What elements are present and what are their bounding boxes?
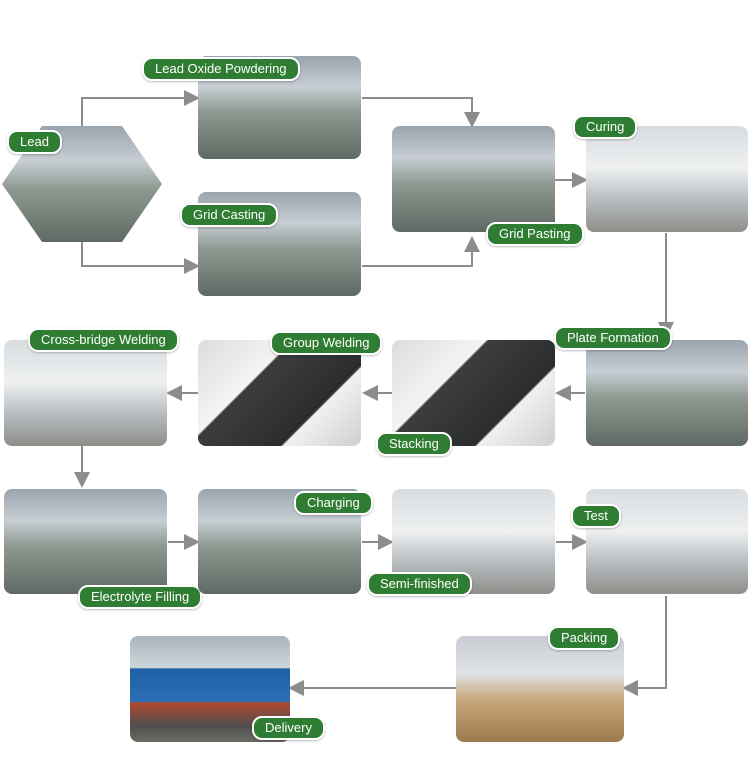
arrow-test-to-packing bbox=[622, 596, 667, 696]
arrow-lead-to-casting bbox=[81, 230, 200, 274]
packing-photo bbox=[456, 636, 624, 742]
lead-label: Lead bbox=[7, 130, 62, 154]
arrow-lead-to-powdering bbox=[81, 90, 200, 130]
grid-pasting-photo bbox=[392, 126, 555, 232]
electrolyte-filling-photo bbox=[4, 489, 167, 594]
electrolyte-filling-label: Electrolyte Filling bbox=[78, 585, 203, 609]
arrow-casting-to-pasting bbox=[362, 236, 480, 267]
group-welding-label: Group Welding bbox=[270, 331, 383, 355]
semi-finished-label: Semi-finished bbox=[367, 572, 472, 596]
cross-bridge-welding-photo bbox=[4, 340, 167, 446]
curing-label: Curing bbox=[573, 115, 638, 139]
stacking-photo bbox=[392, 340, 555, 446]
stacking-label: Stacking bbox=[376, 432, 452, 456]
test-label: Test bbox=[571, 504, 621, 528]
arrow-powdering-to-pasting bbox=[362, 97, 480, 128]
plate-formation-label: Plate Formation bbox=[554, 326, 672, 350]
grid-pasting-label: Grid Pasting bbox=[486, 222, 584, 246]
grid-casting-label: Grid Casting bbox=[180, 203, 279, 227]
lead-oxide-powdering-label: Lead Oxide Powdering bbox=[142, 57, 300, 81]
cross-bridge-welding-label: Cross-bridge Welding bbox=[28, 328, 179, 352]
curing-photo bbox=[586, 126, 748, 232]
packing-label: Packing bbox=[548, 626, 621, 650]
delivery-label: Delivery bbox=[252, 716, 325, 740]
plate-formation-photo bbox=[586, 340, 748, 446]
group-welding-photo bbox=[198, 340, 361, 446]
charging-label: Charging bbox=[294, 491, 373, 515]
